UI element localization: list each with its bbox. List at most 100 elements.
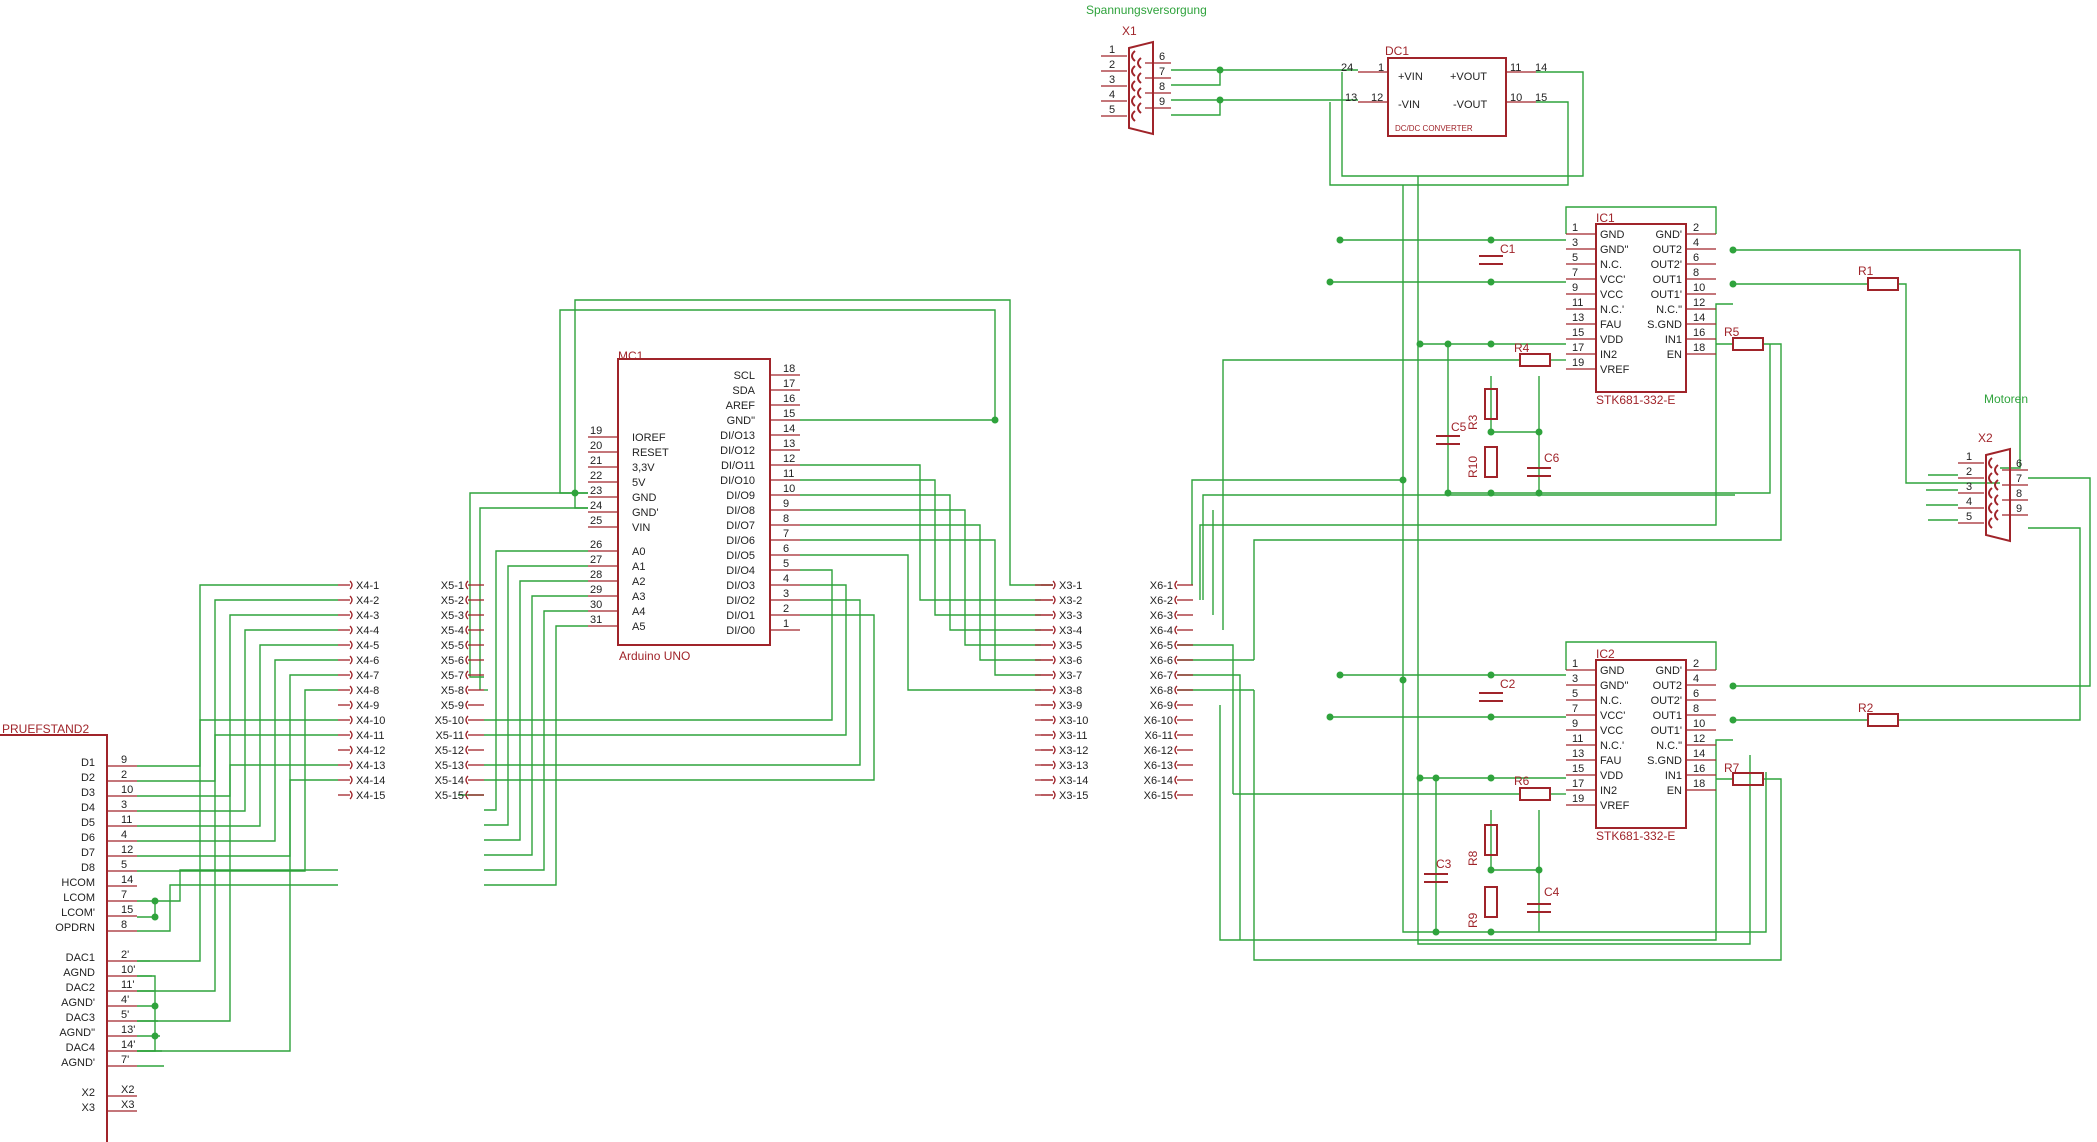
bus-mark bbox=[465, 610, 469, 620]
bus-mark bbox=[349, 580, 353, 590]
bus-label-x3: X3-12 bbox=[1059, 745, 1088, 757]
ic1-pin-name: VDD bbox=[1600, 334, 1623, 346]
arduino-pin-name: DI/O2 bbox=[726, 595, 755, 607]
wire bbox=[137, 900, 156, 918]
bus-mark bbox=[465, 595, 469, 605]
wire bbox=[484, 565, 588, 826]
x2-contact bbox=[1994, 479, 1999, 491]
bus-label-x5: X5-11 bbox=[435, 730, 464, 742]
ic1-body bbox=[1595, 223, 1687, 393]
pruefstand-pin: 2' bbox=[121, 949, 129, 961]
bus-label-x3: X3-7 bbox=[1059, 670, 1082, 682]
dc1-pin: 10 bbox=[1510, 92, 1522, 104]
arduino-pin-number: 29 bbox=[590, 584, 602, 596]
x1-pin: 6 bbox=[1159, 51, 1165, 63]
bus-label-x5: X5-4 bbox=[441, 625, 464, 637]
junction-dot bbox=[1216, 96, 1224, 104]
bus-mark bbox=[1174, 745, 1178, 755]
arduino-pin-number: 21 bbox=[590, 455, 602, 467]
ic1-pin-number: 8 bbox=[1693, 267, 1699, 279]
junction-dot bbox=[1326, 278, 1334, 286]
bus-mark bbox=[1052, 760, 1056, 770]
r3-label: R3 bbox=[1466, 414, 1480, 430]
ic1-pin-name: N.C." bbox=[1656, 304, 1682, 316]
pruefstand-pin: 11 bbox=[121, 814, 132, 826]
ic1-pin-number: 9 bbox=[1572, 282, 1578, 294]
arduino-pin-number: 25 bbox=[590, 515, 602, 527]
bus-label-x6: X6-2 bbox=[1150, 595, 1173, 607]
bus-mark bbox=[349, 640, 353, 650]
bus-mark bbox=[465, 790, 469, 800]
ic1-pin-name: VREF bbox=[1600, 364, 1630, 376]
x2-contact bbox=[1988, 472, 1993, 484]
junction-dot bbox=[571, 489, 579, 497]
ic1-pin-name: IN2 bbox=[1600, 349, 1617, 361]
junction-dot bbox=[991, 416, 999, 424]
arduino-pin-name: VIN bbox=[632, 522, 650, 534]
bus-mark bbox=[349, 760, 353, 770]
pruefstand-pin: 7 bbox=[121, 889, 127, 901]
ic1-pin-number: 7 bbox=[1572, 267, 1578, 279]
bus-label-x5: X5-14 bbox=[435, 775, 464, 787]
junction-dot bbox=[1487, 671, 1495, 679]
bus-label-x4: X4-2 bbox=[356, 595, 379, 607]
pruefstand-pin: 15 bbox=[121, 904, 133, 916]
bus-label-x3: X3-9 bbox=[1059, 700, 1082, 712]
ic1-pin-number: 13 bbox=[1572, 312, 1584, 324]
arduino-pin-name: DI/O4 bbox=[726, 565, 755, 577]
arduino-pin-number: 30 bbox=[590, 599, 602, 611]
ic1-pin-name: N.C.' bbox=[1600, 304, 1624, 316]
motors-label: Motoren bbox=[1984, 392, 2028, 406]
arduino-pin-number: 19 bbox=[590, 425, 602, 437]
wire bbox=[484, 614, 875, 781]
junction-dot bbox=[1729, 246, 1737, 254]
ic1-pin-name: OUT1 bbox=[1653, 274, 1682, 286]
bus-label-x4: X4-1 bbox=[356, 580, 379, 592]
bus-label-x5: X5-15 bbox=[435, 790, 464, 802]
arduino-pin-number: 24 bbox=[590, 500, 602, 512]
bus-label-x3: X3-14 bbox=[1059, 775, 1088, 787]
pruefstand-pin: X3 bbox=[121, 1099, 134, 1111]
ic2-pin-number: 10 bbox=[1693, 718, 1705, 730]
pruefstand-pin: 4 bbox=[121, 829, 127, 841]
r8-label: R8 bbox=[1466, 850, 1480, 866]
x2-contact bbox=[1988, 487, 1993, 499]
ic1-pin-name: VCC' bbox=[1600, 274, 1625, 286]
pruefstand-signal: D7 bbox=[81, 847, 95, 859]
r7-resistor bbox=[1732, 772, 1764, 786]
wire bbox=[1402, 185, 1767, 933]
bus-label-x4: X4-11 bbox=[356, 730, 385, 742]
dc1-pin: 15 bbox=[1535, 92, 1547, 104]
wire bbox=[800, 524, 1041, 661]
pruefstand-signal: D1 bbox=[81, 757, 95, 769]
ic2-pin-name: GND bbox=[1600, 665, 1625, 677]
pruefstand-pin: 5' bbox=[121, 1009, 129, 1021]
arduino-pin-name: DI/O10 bbox=[720, 475, 755, 487]
arduino-pin-name: 3,3V bbox=[632, 462, 655, 474]
arduino-pin-name: DI/O5 bbox=[726, 550, 755, 562]
bus-label-x6: X6-4 bbox=[1150, 625, 1173, 637]
x2-pin: 5 bbox=[1966, 511, 1972, 523]
bus-mark bbox=[349, 775, 353, 785]
junction-dot bbox=[1729, 280, 1737, 288]
pruefstand-pin: 10 bbox=[121, 784, 133, 796]
bus-label-x3: X3-2 bbox=[1059, 595, 1082, 607]
ic2-pin-name: VCC bbox=[1600, 725, 1623, 737]
bus-mark bbox=[1174, 655, 1178, 665]
arduino-body bbox=[617, 358, 771, 646]
junction-dot bbox=[1487, 340, 1495, 348]
bus-label-x6: X6-15 bbox=[1144, 790, 1173, 802]
ic1-pin-name: OUT1' bbox=[1651, 289, 1682, 301]
ic1-pin-number: 16 bbox=[1693, 327, 1705, 339]
pruefstand-pin: 8 bbox=[121, 919, 127, 931]
ic1-pin-number: 10 bbox=[1693, 282, 1705, 294]
arduino-pin-name: A4 bbox=[632, 606, 645, 618]
wire bbox=[800, 479, 1041, 616]
x2-pin: 6 bbox=[2016, 458, 2022, 470]
arduino-pin-number: 9 bbox=[783, 498, 789, 510]
bus-label-x6: X6-13 bbox=[1144, 760, 1173, 772]
ic1-pin-name: FAU bbox=[1600, 319, 1621, 331]
wire bbox=[800, 509, 1041, 646]
pruefstand-signal: D5 bbox=[81, 817, 95, 829]
